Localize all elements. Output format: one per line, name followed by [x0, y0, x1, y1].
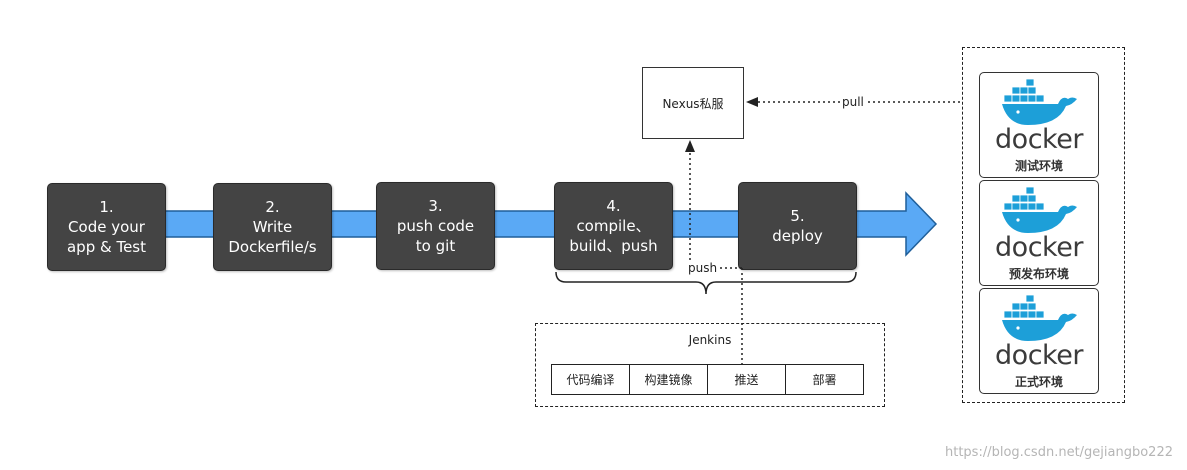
jenkins-stage-build-image: 构建镜像: [630, 365, 708, 394]
jenkins-title: Jenkins: [688, 333, 732, 347]
step-2-number: 2.: [265, 198, 280, 216]
nexus-label: Nexus私服: [662, 96, 724, 111]
step-deploy: 5. deploy: [738, 182, 857, 270]
step-compile-build-push: 4. compile、 build、push: [554, 182, 673, 270]
step-push-code: 3. push code to git: [376, 182, 495, 270]
push-arrowhead: [685, 140, 695, 152]
pull-arrowhead: [746, 97, 758, 107]
step-2-line2: Dockerfile/s: [228, 238, 317, 256]
step-1-line2: app & Test: [66, 238, 146, 256]
docker-whale-icon: [1002, 78, 1077, 125]
step-2-line1: Write: [252, 218, 293, 236]
pull-label: pull: [840, 95, 866, 109]
docker-wordmark: docker: [995, 124, 1083, 155]
step-4-line2: build、push: [569, 237, 658, 255]
env-production: docker 正式环境: [979, 288, 1099, 394]
env-production-label: 正式环境: [1014, 375, 1063, 389]
nexus-repository-box: Nexus私服: [642, 67, 744, 139]
brace: [555, 271, 857, 295]
env-test: docker 测试环境: [979, 72, 1099, 178]
step-4-line1: compile、: [576, 217, 651, 235]
watermark: https://blog.csdn.net/gejiangbo222: [944, 445, 1173, 460]
push-line: [689, 150, 742, 269]
step-1-number: 1.: [99, 198, 114, 216]
jenkins-container: [535, 323, 885, 407]
jenkins-stage-table: 代码编译 构建镜像 推送 部署: [551, 364, 864, 395]
step-5-number: 5.: [790, 207, 805, 225]
step-3-line1: push code: [396, 217, 475, 235]
step-3-line2: to git: [415, 237, 456, 255]
step-5-line1: deploy: [772, 227, 823, 245]
docker-wordmark: docker: [995, 340, 1083, 371]
step-3-number: 3.: [428, 197, 443, 215]
jenkins-stage-deploy: 部署: [812, 373, 837, 387]
docker-whale-icon: [1002, 186, 1077, 233]
step-1-line1: Code your: [68, 218, 145, 236]
env-staging-label: 预发布环境: [1008, 267, 1069, 281]
push-label: push: [686, 261, 720, 275]
env-staging: docker 预发布环境: [979, 180, 1099, 286]
step-code-app-test: 1. Code your app & Test: [47, 183, 166, 271]
env-test-label: 测试环境: [1014, 159, 1063, 173]
jenkins-stage-push: 推送: [708, 365, 786, 394]
environment-group: [962, 47, 1125, 403]
docker-whale-icon: [1002, 294, 1077, 341]
step-4-number: 4.: [606, 197, 621, 215]
docker-wordmark: docker: [995, 232, 1083, 263]
step-write-dockerfile: 2. Write Dockerfile/s: [213, 183, 332, 271]
jenkins-stage-compile: 代码编译: [552, 365, 630, 394]
